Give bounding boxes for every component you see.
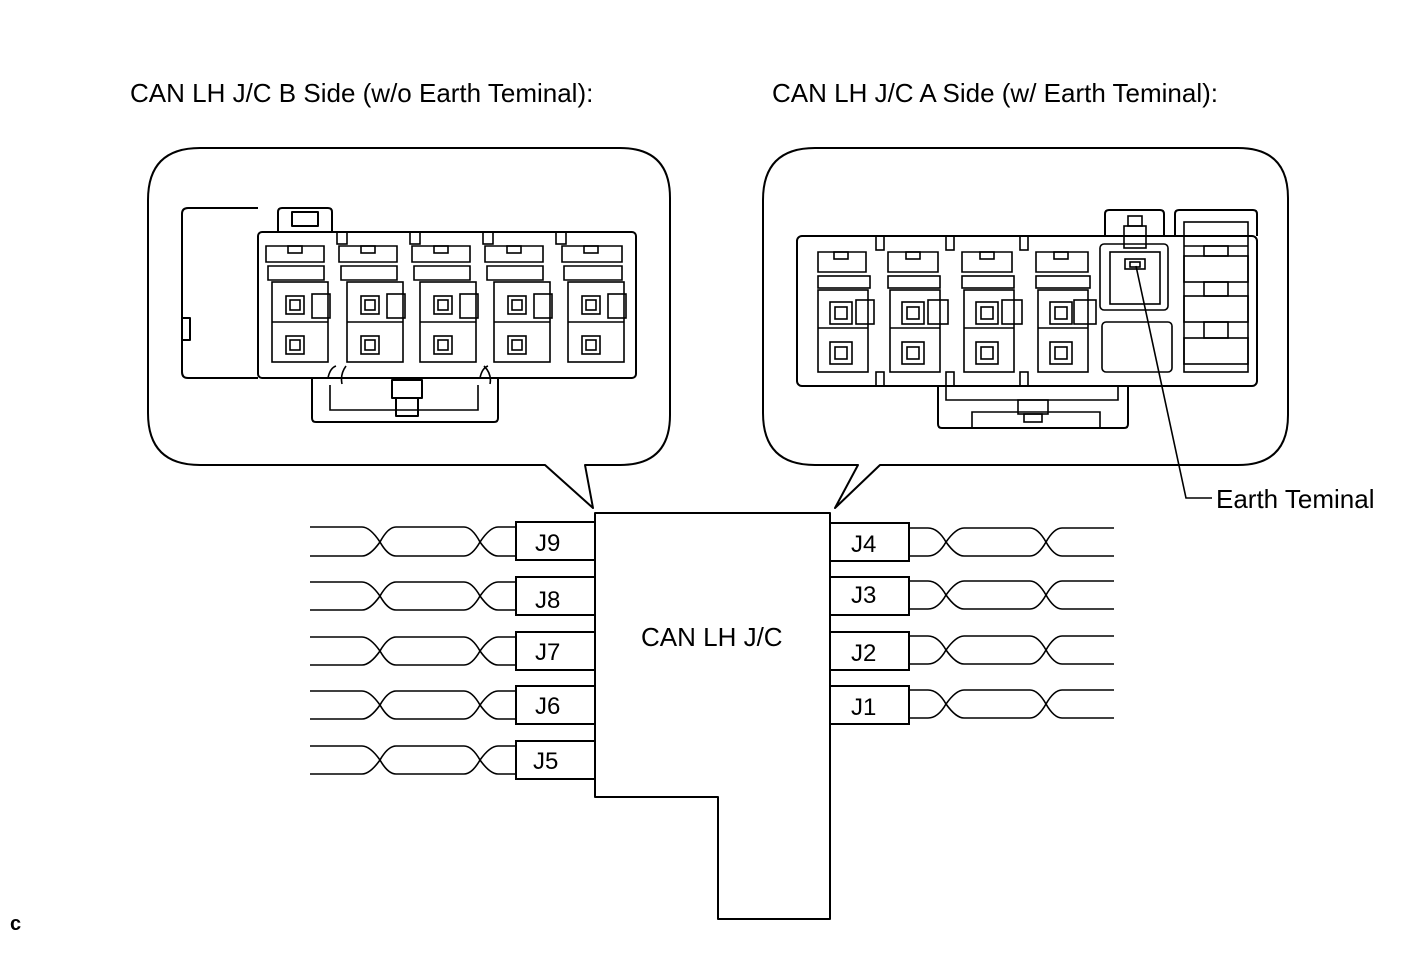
b-side-connector-face <box>181 207 637 423</box>
pin-label-j5: J5 <box>533 748 558 775</box>
b-cavity-col-4 <box>484 245 553 363</box>
b-cavity-col-1 <box>265 245 331 363</box>
corner-mark: C <box>10 913 21 935</box>
pin-label-j9: J9 <box>535 530 560 557</box>
right-pin-j1: J1 <box>829 685 1114 725</box>
pin-label-j2: J2 <box>851 640 876 667</box>
pin-label-j7: J7 <box>535 639 560 666</box>
b-cavity-col-2 <box>338 245 406 363</box>
junction-label: CAN LH J/C <box>641 622 783 652</box>
b-side-title: CAN LH J/C B Side (w/o Earth Teminal): <box>130 78 593 108</box>
b-cavity-col-5 <box>561 245 627 363</box>
left-pin-j9: J9 <box>310 521 596 561</box>
earth-terminal-leader <box>1135 265 1212 499</box>
a-right-stack <box>1183 221 1249 373</box>
a-cavity-col-2 <box>887 251 949 373</box>
left-pin-j6: J6 <box>310 685 596 725</box>
a-cavity-col-3 <box>961 251 1023 373</box>
left-pin-j7: J7 <box>310 631 596 671</box>
pin-label-j1: J1 <box>851 694 876 721</box>
a-side-callout <box>762 147 1289 509</box>
b-cavity-col-3 <box>411 245 479 363</box>
pin-label-j8: J8 <box>535 587 560 614</box>
pin-label-j4: J4 <box>851 531 876 558</box>
pin-label-j3: J3 <box>851 582 876 609</box>
a-cavity-col-4 <box>1035 251 1097 373</box>
b-side-callout <box>147 147 671 509</box>
right-pin-j4: J4 <box>829 522 1114 562</box>
a-cavity-col-1 <box>817 251 875 373</box>
left-pin-j5: J5 <box>310 740 596 780</box>
pin-label-j6: J6 <box>535 693 560 720</box>
right-pin-j3: J3 <box>829 576 1114 616</box>
junction-block <box>594 512 831 920</box>
right-pin-j2: J2 <box>829 631 1114 671</box>
left-pin-j8: J8 <box>310 576 596 616</box>
a-side-connector-face <box>796 209 1258 429</box>
earth-terminal-label: Earth Teminal <box>1216 484 1375 514</box>
earth-terminal-cavity <box>1099 215 1169 311</box>
a-side-title: CAN LH J/C A Side (w/ Earth Teminal): <box>772 78 1218 108</box>
